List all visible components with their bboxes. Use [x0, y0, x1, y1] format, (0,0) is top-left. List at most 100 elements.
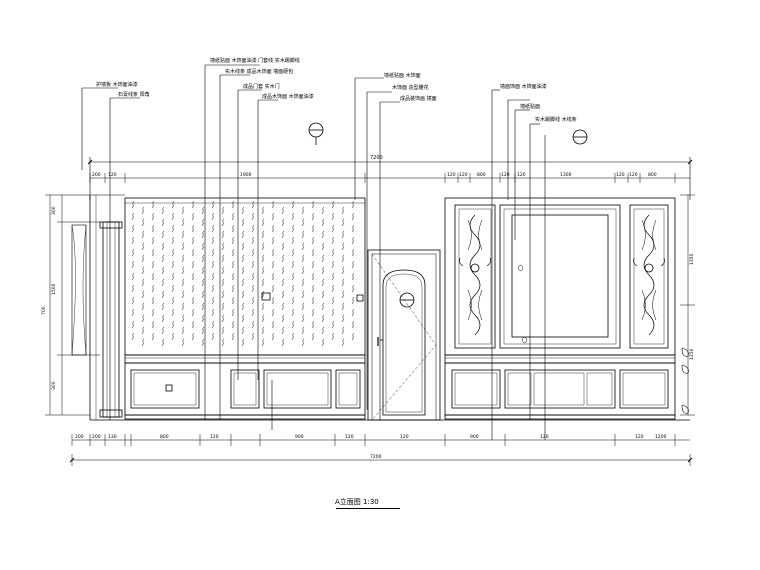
wallpaper-motif — [281, 254, 285, 263]
wallpaper-motif — [281, 290, 285, 299]
callout-left — [308, 122, 324, 145]
wallpaper-motif — [311, 200, 315, 209]
wallpaper-motif — [231, 200, 235, 209]
wallpaper-motif — [311, 224, 315, 233]
wallpaper-motif — [311, 260, 315, 269]
top-dim-2: 120 — [108, 172, 117, 178]
wallpaper-motif — [341, 290, 345, 299]
wallpaper-motif — [261, 326, 265, 335]
wallpaper-motif — [291, 200, 295, 209]
wallpaper-motif — [191, 236, 195, 245]
wallpaper-motif — [251, 236, 255, 245]
wallpaper-motif — [291, 236, 295, 245]
wallpaper-motif — [131, 212, 135, 221]
door — [367, 249, 441, 421]
bottom-dim-1: 200 — [75, 434, 84, 440]
wallpaper-motif — [211, 296, 215, 305]
leader-text-3: 护墙板 木饰面油漆 — [96, 81, 138, 88]
wallpaper-motif — [151, 248, 155, 257]
wallpaper-motif — [351, 296, 355, 305]
wallpaper-motif — [161, 338, 165, 347]
wallpaper-motif — [181, 290, 185, 299]
wallpaper-motif — [291, 248, 295, 257]
wallpaper-motif — [251, 200, 255, 209]
wallpaper-motif — [291, 320, 295, 329]
wallpaper-motif — [231, 284, 235, 293]
wallpaper-motif — [251, 296, 255, 305]
wallpaper-motif — [181, 242, 185, 251]
wallpaper-motif — [301, 206, 305, 215]
wallpaper-motif — [131, 284, 135, 293]
wallpaper-motif — [311, 332, 315, 341]
wallpaper-motif — [351, 200, 355, 209]
bottom-dimension-chain: 200 200 130 800 120 900 120 120 900 120 … — [71, 434, 691, 466]
wallpaper-motif — [211, 224, 215, 233]
right-dim-1: 1350 — [689, 253, 695, 265]
wallpaper-motif — [281, 206, 285, 215]
wallpaper-motif — [281, 242, 285, 251]
wallpaper-motif — [171, 212, 175, 221]
wallpaper-motif — [221, 290, 225, 299]
top-dim-7: 120 — [501, 172, 510, 178]
wallpaper-motif — [231, 332, 235, 341]
wallpaper-motif — [181, 266, 185, 275]
wallpaper-motif — [231, 248, 235, 257]
wallpaper-motif — [201, 230, 205, 239]
wallpaper-motif — [171, 308, 175, 317]
wall-sockets — [261, 292, 364, 302]
wallpaper-motif — [171, 320, 175, 329]
top-dim-5: 120 — [459, 172, 468, 178]
wallpaper-motif — [221, 254, 225, 263]
leader-text-5: 成品门套 实木门 — [243, 83, 280, 90]
wallpaper-motif — [271, 224, 275, 233]
wallpaper-motif — [271, 272, 275, 281]
wallpaper-motif — [331, 200, 335, 209]
overall-width-label: 7200 — [370, 155, 383, 161]
wallpaper-motif — [311, 212, 315, 221]
wallpaper-motif — [341, 254, 345, 263]
wallpaper-motif — [181, 314, 185, 323]
leader-text-7: 墙纸贴面 木饰面 — [384, 72, 421, 79]
wallpaper-motif — [191, 308, 195, 317]
wallpaper-motif — [331, 272, 335, 281]
wallpaper-motif — [301, 326, 305, 335]
wallpaper-motif — [311, 236, 315, 245]
wallpaper-motif — [171, 224, 175, 233]
wallpaper-motif — [251, 212, 255, 221]
wallpaper-motif — [231, 308, 235, 317]
left-dim-4: 300 — [51, 381, 57, 390]
wallpaper-motif — [171, 260, 175, 269]
top-dimension-chain: 200 120 1900 120 120 800 120 120 1300 12… — [89, 172, 690, 183]
wallpaper-motif — [251, 248, 255, 257]
top-dim-1: 200 — [92, 172, 101, 178]
wallpaper-motif — [231, 236, 235, 245]
wallpaper-motif — [331, 320, 335, 329]
wallpaper-motif — [301, 278, 305, 287]
wallpaper-motif — [351, 212, 355, 221]
wallpaper-motif — [321, 206, 325, 215]
wallpaper-motif — [171, 248, 175, 257]
wallpaper-motif — [291, 212, 295, 221]
wallpaper-motif — [191, 320, 195, 329]
wallpaper-motif — [201, 266, 205, 275]
wallpaper-motif — [351, 224, 355, 233]
wallpaper-motif — [241, 206, 245, 215]
wallpaper-motif — [261, 266, 265, 275]
left-dimension-chain: 300 1500 700 300 — [41, 194, 125, 416]
wallpaper-motif — [151, 212, 155, 221]
wallpaper-motif — [191, 332, 195, 341]
wallpaper-motif — [321, 230, 325, 239]
wallpaper-motif — [301, 254, 305, 263]
wallpaper-motif — [241, 218, 245, 227]
wallpaper-motif — [151, 260, 155, 269]
wallpaper-motif — [291, 284, 295, 293]
wallpaper-motif — [291, 296, 295, 305]
wallpaper-motif — [241, 254, 245, 263]
wallpaper-motif — [171, 272, 175, 281]
right-wall-panels — [444, 197, 676, 356]
wallpaper-motif — [271, 212, 275, 221]
wallpaper-motif — [161, 326, 165, 335]
wallpaper-motif — [271, 332, 275, 341]
wallpaper-motif — [251, 332, 255, 341]
wallpaper-motif — [141, 302, 145, 311]
